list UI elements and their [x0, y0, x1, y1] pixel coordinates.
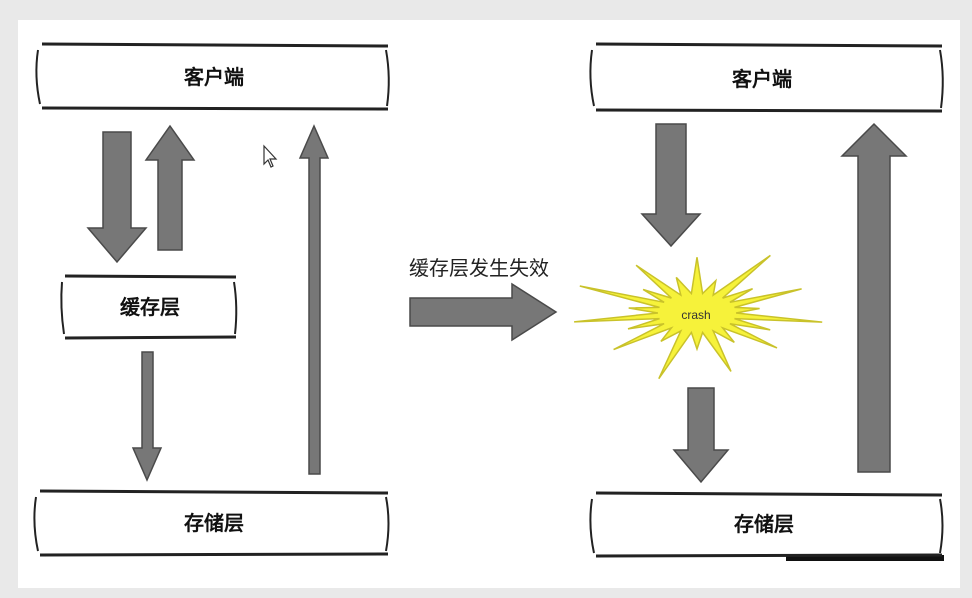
right-client-box: 客户端 — [589, 42, 944, 113]
left-cache-label: 缓存层 — [120, 295, 180, 319]
left-cache-box: 缓存层 — [60, 274, 238, 340]
right-storage-box: 存储层 — [589, 491, 944, 558]
left-up-arrow-storage-to-client — [298, 124, 330, 475]
left-storage-label: 存储层 — [184, 511, 244, 535]
left-down-arrow-cache-to-storage — [131, 351, 163, 482]
left-storage-box: 存储层 — [33, 489, 390, 557]
left-down-arrow-client-to-cache — [86, 131, 148, 264]
crash-burst-icon: crash — [574, 254, 823, 380]
crash-label: crash — [681, 308, 710, 322]
right-client-label: 客户端 — [731, 67, 792, 91]
left-client-box: 客户端 — [35, 42, 390, 111]
bottom-bar — [786, 555, 944, 561]
right-down-arrow-client-to-crash — [640, 123, 702, 248]
transition-label: 缓存层发生失效 — [409, 256, 549, 280]
left-client-label: 客户端 — [183, 65, 244, 89]
left-up-arrow-cache-to-client — [144, 124, 196, 251]
transition-arrow — [409, 282, 558, 342]
right-storage-label: 存储层 — [734, 512, 794, 536]
right-down-arrow-crash-to-storage — [672, 387, 730, 484]
mouse-pointer-icon — [263, 144, 278, 168]
right-up-arrow-storage-to-client — [840, 122, 908, 473]
